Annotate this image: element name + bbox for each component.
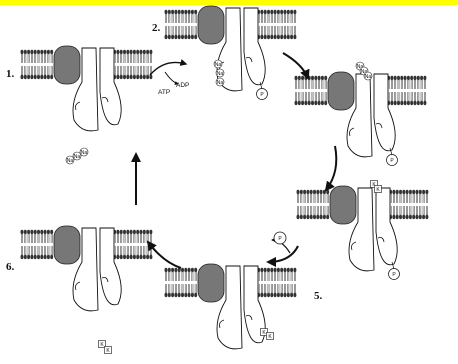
sodium-ion: Na	[66, 156, 74, 164]
carrier-protein	[328, 72, 354, 110]
atp-label: ATP	[158, 89, 170, 96]
sodium-ion: Na	[73, 152, 81, 160]
sodium-ion: Na	[214, 60, 222, 68]
step-label-1: 1.	[6, 68, 15, 80]
phosphate-group: P	[257, 89, 268, 100]
carrier-protein	[198, 6, 224, 44]
sodium-ion: Na	[364, 72, 372, 80]
adp-label: ADP	[176, 82, 189, 89]
svg-text:Na: Na	[217, 80, 224, 86]
sodium-ion: Na	[216, 69, 224, 77]
released-phosphate: P	[274, 232, 286, 244]
step-label-5: 5.	[314, 290, 323, 302]
sodium-ion: Na	[216, 78, 224, 86]
svg-text:Na: Na	[67, 158, 74, 164]
carrier-protein	[54, 46, 80, 84]
sodium-ion: Na	[80, 148, 88, 156]
header-strip	[0, 0, 458, 5]
svg-text:Na: Na	[365, 74, 372, 80]
svg-text:Na: Na	[215, 62, 222, 68]
step-label-6: 6.	[6, 261, 15, 273]
carrier-protein	[198, 264, 224, 302]
step-label-2: 2.	[152, 22, 161, 34]
phosphate-group: P	[389, 269, 400, 280]
carrier-protein	[54, 226, 80, 264]
carrier-protein	[330, 186, 356, 224]
potassium-ion: K	[375, 186, 382, 193]
svg-text:Na: Na	[217, 71, 224, 77]
phosphate-group: P	[387, 155, 398, 166]
svg-text:Na: Na	[81, 150, 88, 156]
potassium-ion: K	[105, 347, 112, 354]
svg-text:Na: Na	[74, 154, 81, 160]
potassium-ion: K	[267, 333, 274, 340]
